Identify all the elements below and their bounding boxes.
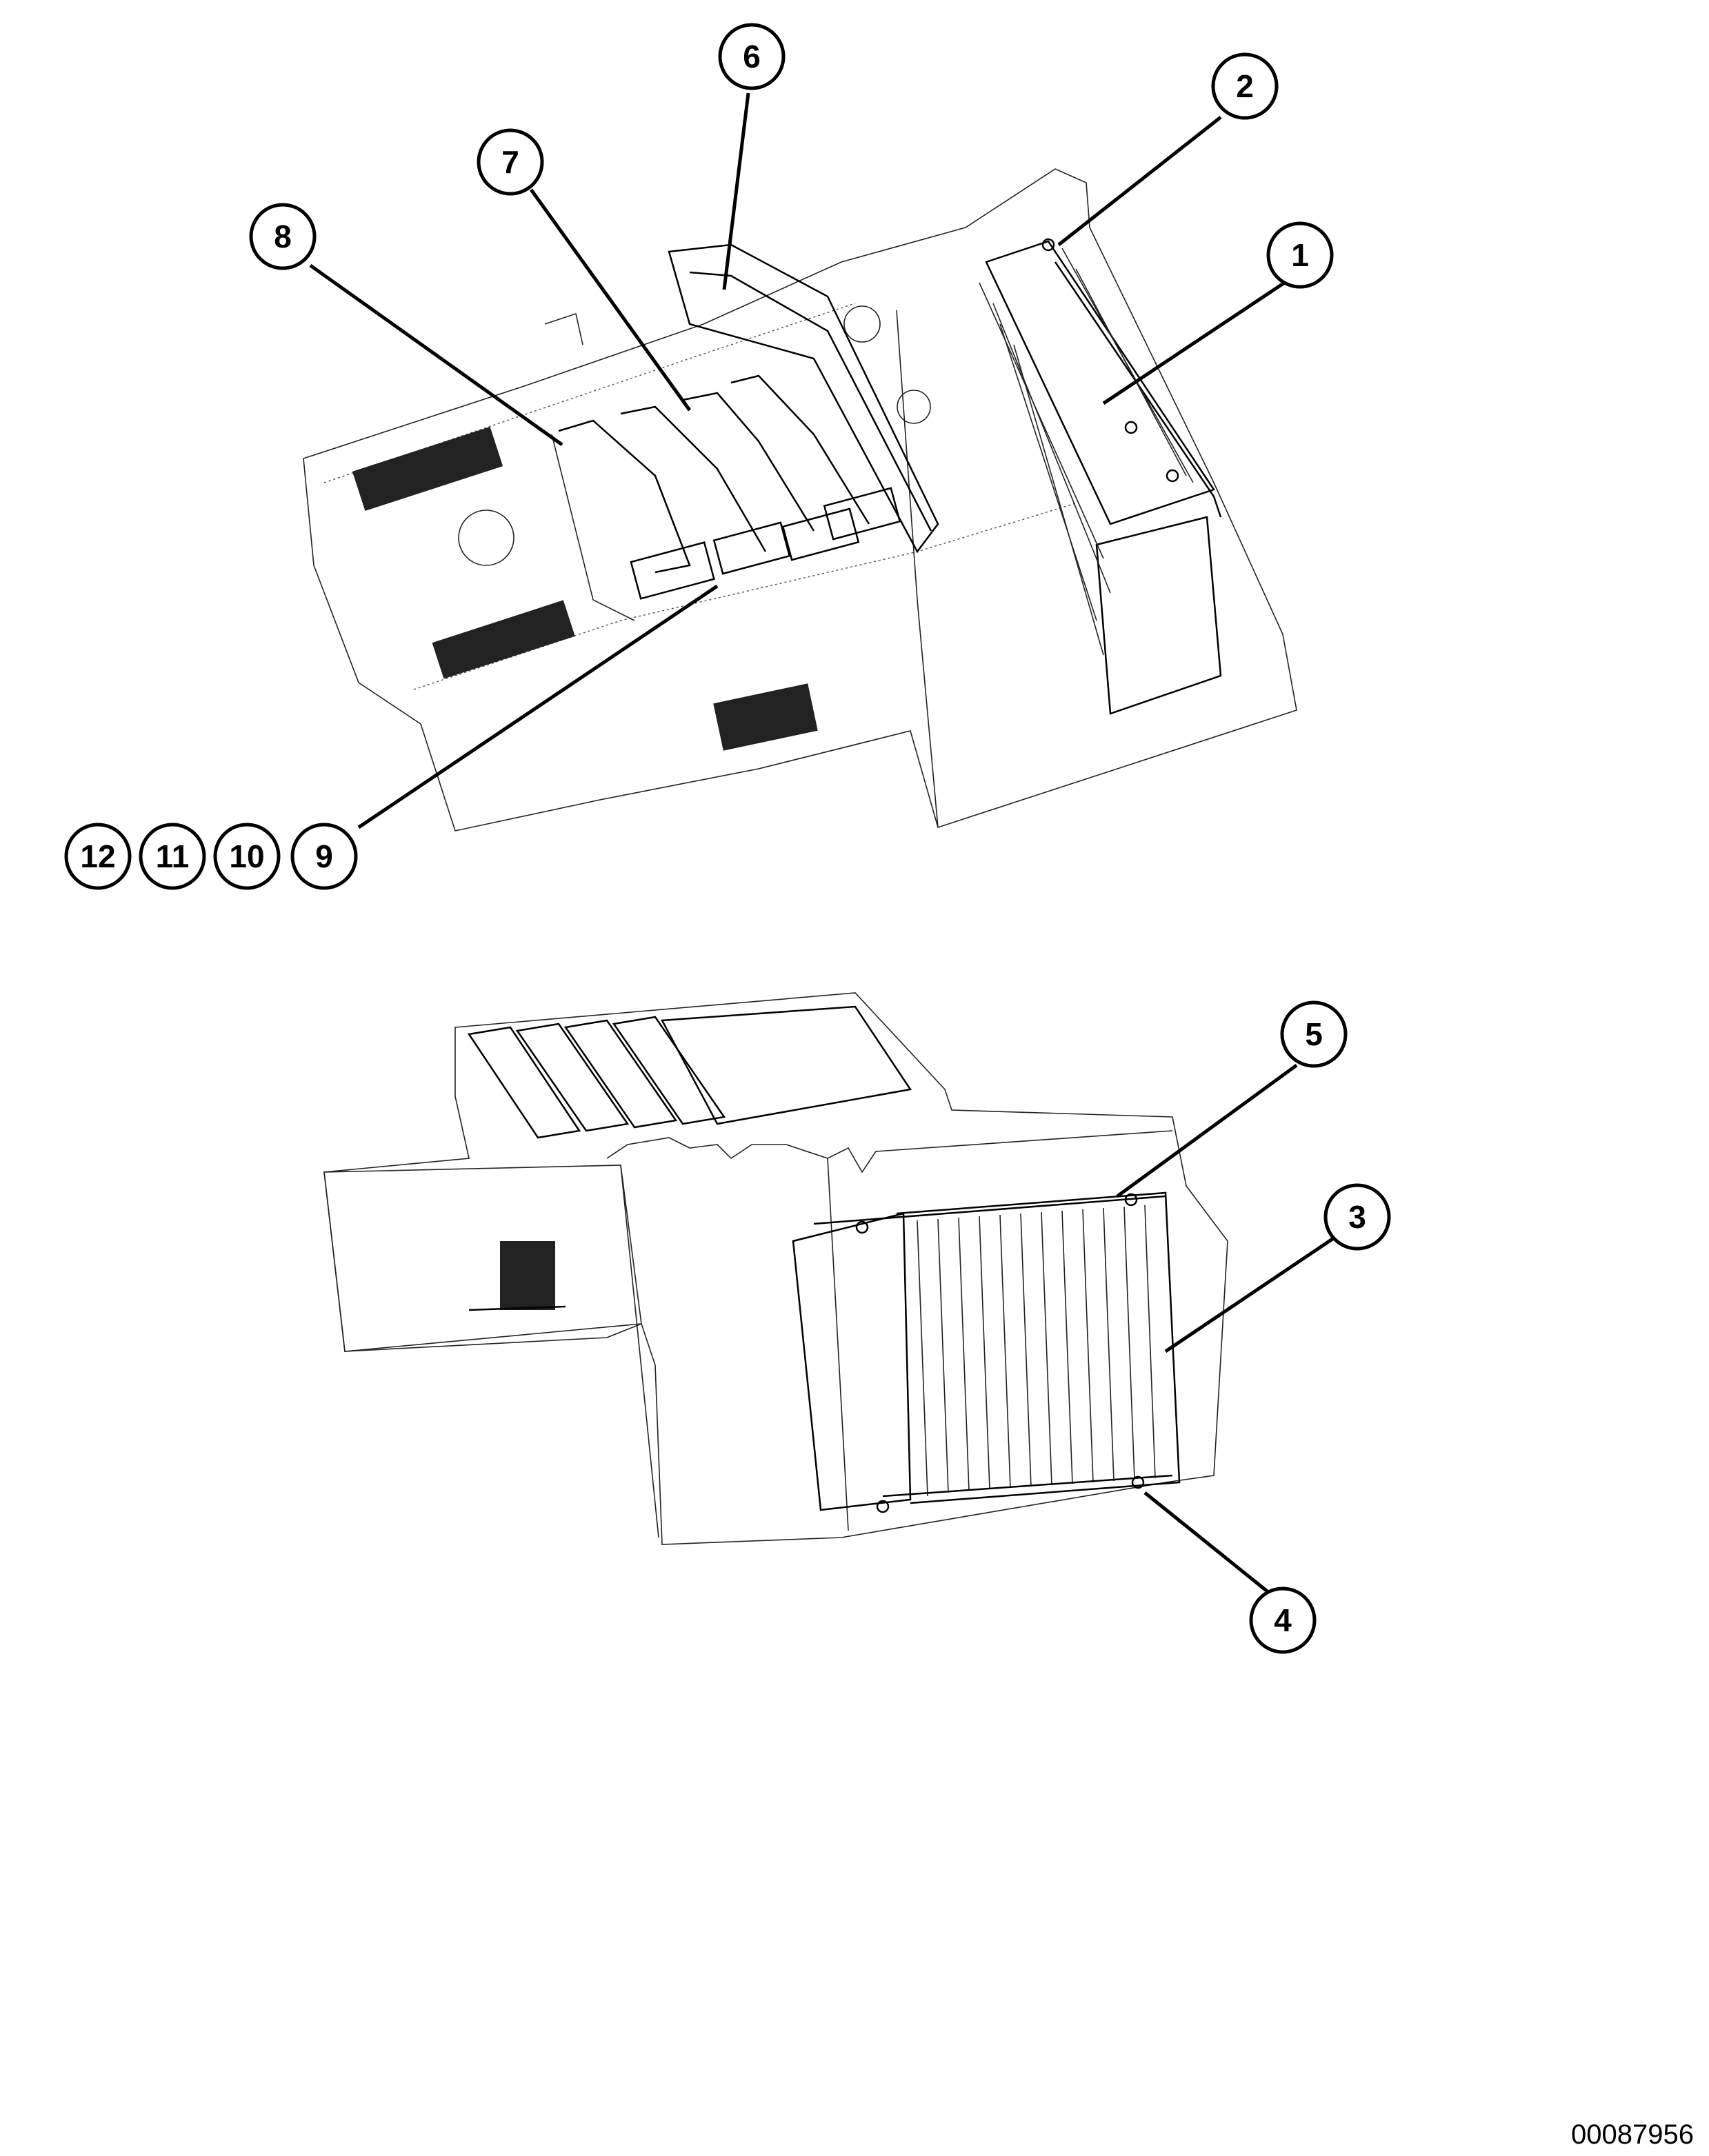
leader-9: [357, 584, 719, 829]
callout-11-label: 11: [156, 838, 190, 874]
figure-number: 00087956: [1571, 2119, 1694, 2150]
leader-4: [1143, 1491, 1270, 1594]
callout-2-label: 2: [1236, 68, 1254, 104]
callout-5-label: 5: [1305, 1016, 1323, 1052]
callout-2: 2: [1211, 52, 1279, 120]
callout-8-label: 8: [274, 219, 292, 254]
callout-6: 6: [718, 23, 786, 90]
callout-10: 10: [213, 823, 281, 890]
heat-sink-fins: [979, 248, 1194, 656]
callout-8: 8: [249, 203, 317, 270]
callout-5: 5: [1280, 1000, 1348, 1068]
callout-1: 1: [1266, 221, 1334, 289]
callout-3-label: 3: [1348, 1199, 1366, 1235]
callout-12: 12: [64, 823, 132, 890]
leader-1: [1102, 270, 1301, 405]
callout-10-label: 10: [229, 838, 264, 874]
leader-8: [309, 263, 563, 447]
leader-3: [1164, 1236, 1336, 1353]
leader-lines: [309, 92, 1336, 1594]
callout-12-label: 12: [80, 838, 115, 874]
lower-assembly-illustration: [323, 992, 1228, 1545]
upper-assembly-illustration: [303, 168, 1297, 832]
callout-3: 3: [1323, 1183, 1391, 1251]
callout-9-label: 9: [315, 838, 333, 874]
callout-4-label: 4: [1274, 1602, 1292, 1638]
callout-7: 7: [477, 128, 544, 196]
callout-6-label: 6: [743, 39, 761, 74]
callout-1-label: 1: [1291, 237, 1309, 273]
leader-6: [722, 92, 750, 290]
leader-2: [1057, 116, 1222, 246]
callout-9: 9: [290, 823, 358, 890]
heat-sink-fins-lower: [917, 1205, 1156, 1497]
leader-7: [529, 188, 692, 412]
callout-4: 4: [1249, 1586, 1317, 1654]
callout-11: 11: [139, 823, 206, 890]
callout-7-label: 7: [501, 144, 519, 180]
leader-5: [1116, 1063, 1298, 1198]
